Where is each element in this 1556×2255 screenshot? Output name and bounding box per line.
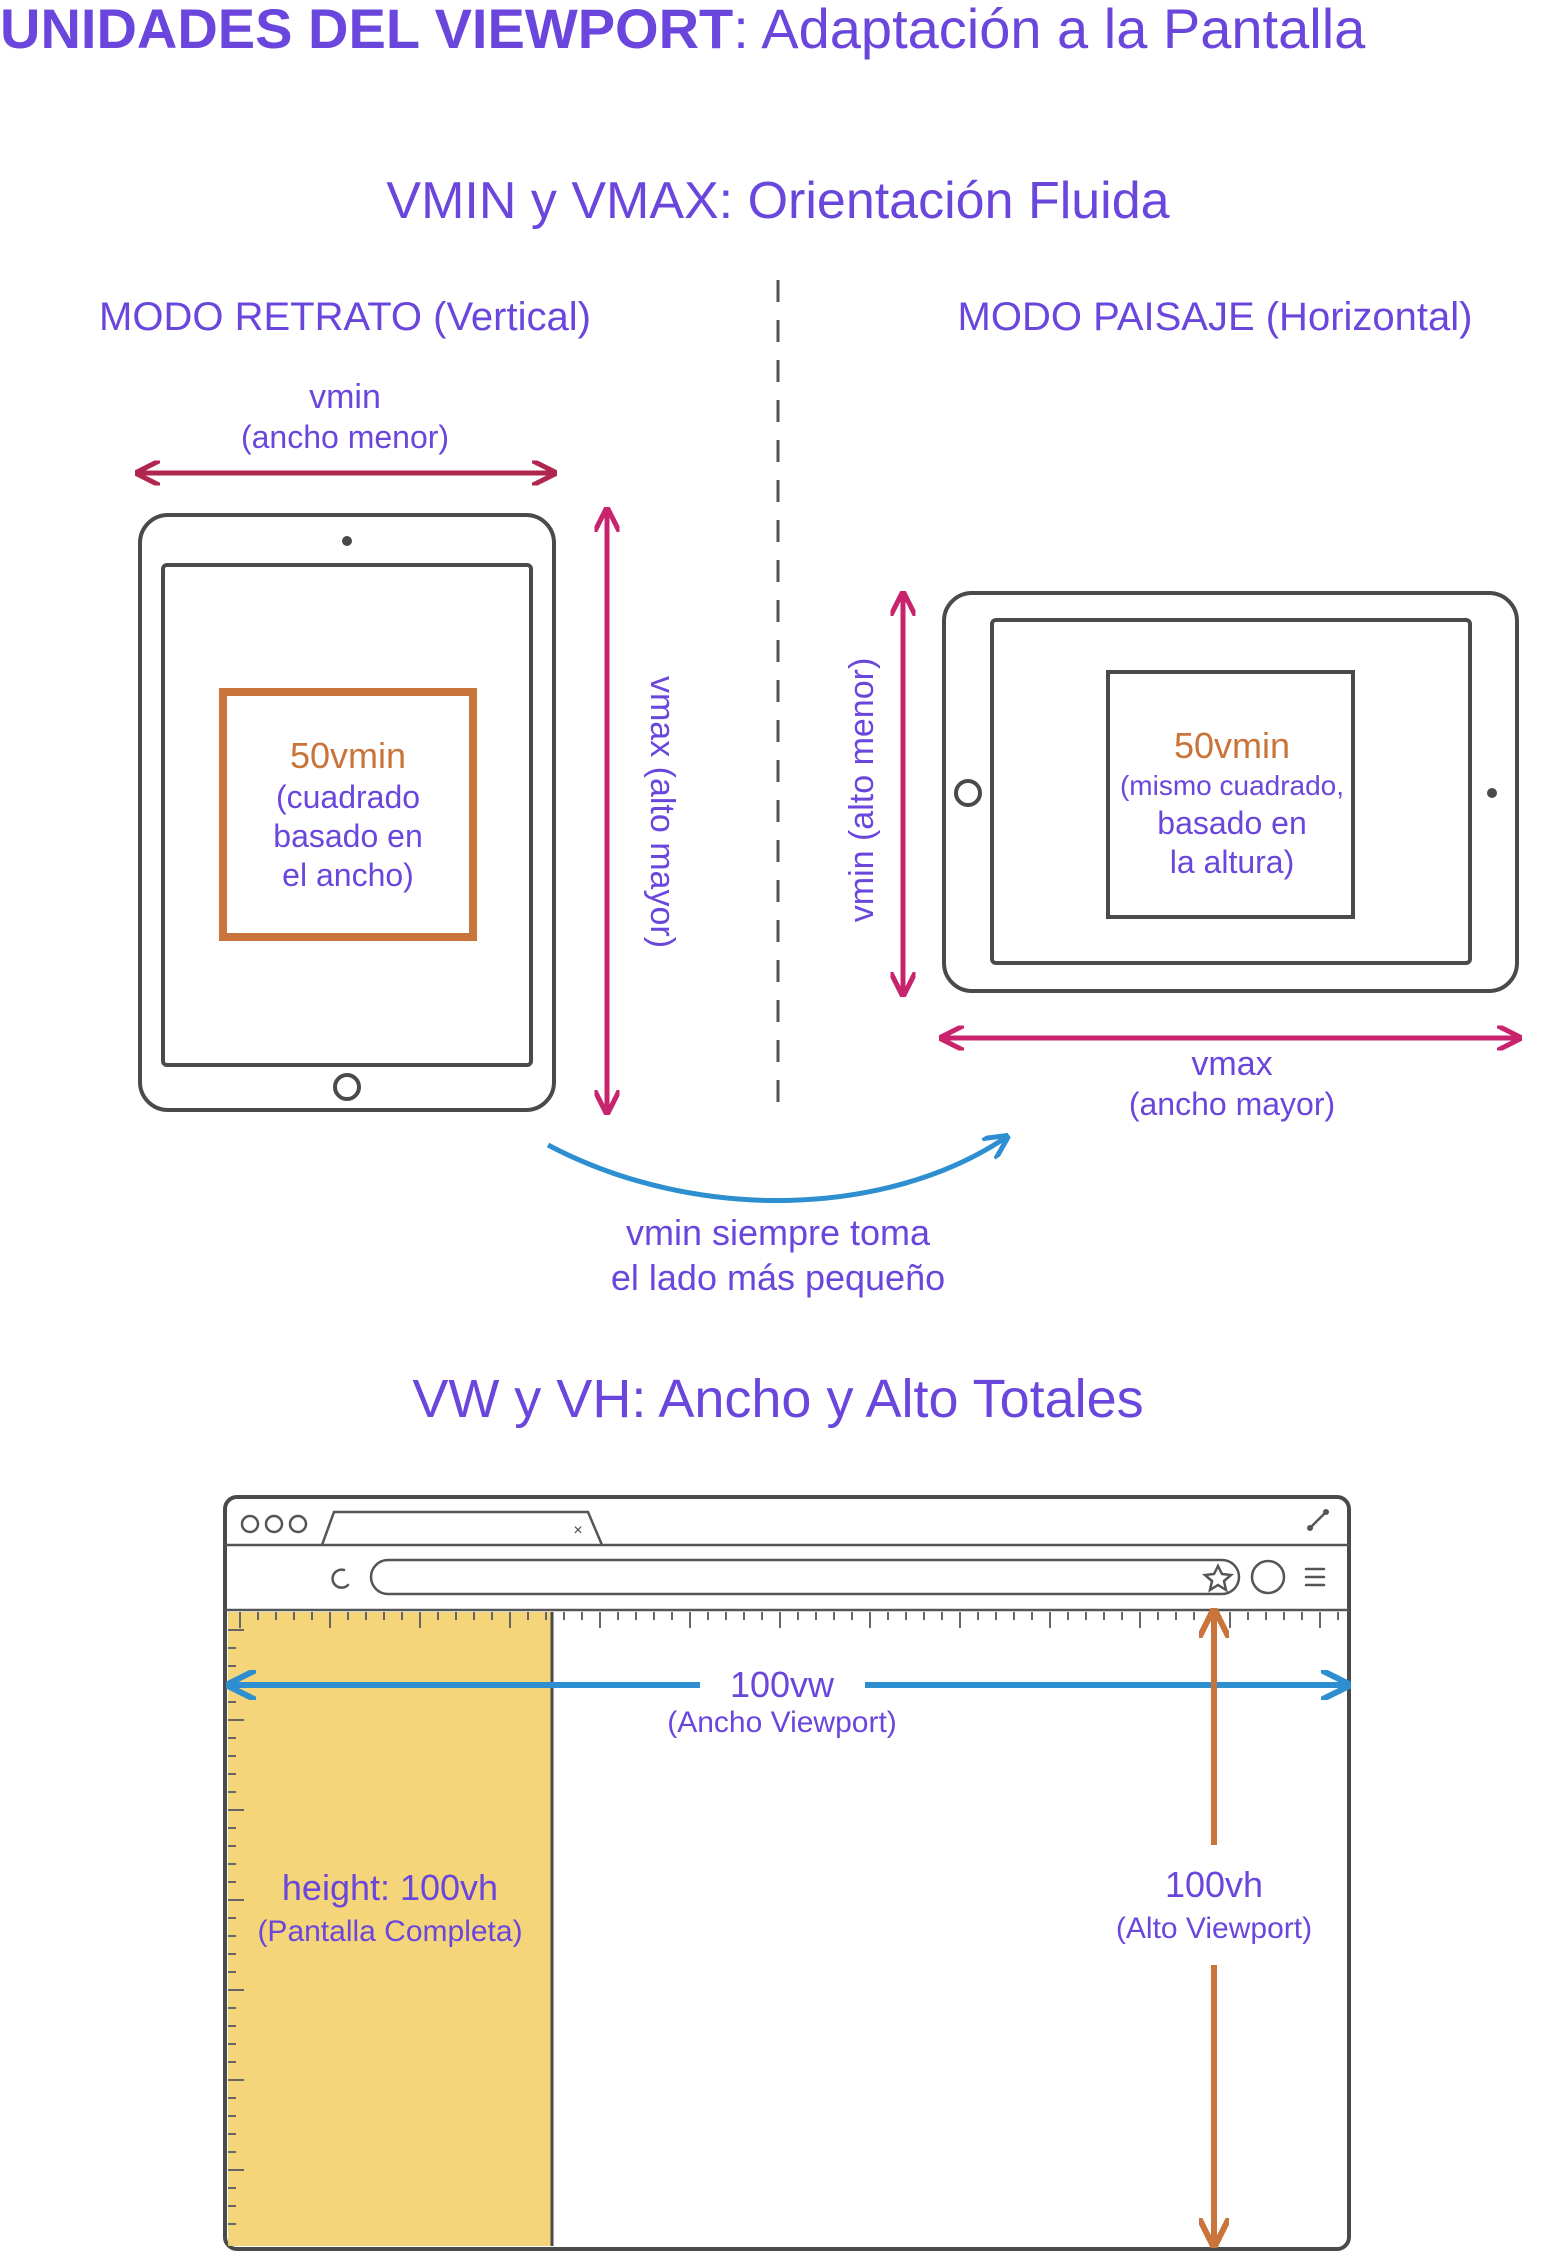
resize-icon[interactable] xyxy=(1308,1510,1328,1530)
ruler-top xyxy=(239,1612,1339,1628)
portrait-box-line-3: el ancho) xyxy=(282,857,414,893)
address-bar[interactable] xyxy=(369,1558,1241,1596)
landscape-tablet: 50vmin (mismo cuadrado, basado en la alt… xyxy=(942,591,1519,993)
window-control-maximize[interactable] xyxy=(288,1514,308,1534)
page-title-rest: : Adaptación a la Pantalla xyxy=(733,0,1366,60)
vh-sub: (Alto Viewport) xyxy=(1116,1912,1312,1945)
portrait-width-sub: (ancho menor) xyxy=(241,419,449,455)
camera-icon xyxy=(342,536,352,546)
column-sub: (Pantalla Completa) xyxy=(257,1915,522,1948)
landscape-box-line-3: la altura) xyxy=(1170,844,1295,880)
star-icon[interactable] xyxy=(1202,1563,1234,1593)
tab-close-icon[interactable]: × xyxy=(573,1522,582,1539)
home-button-icon xyxy=(954,779,982,807)
portrait-box-line-1: (cuadrado xyxy=(276,779,420,815)
rotation-note-line-2: el lado más pequeño xyxy=(611,1257,945,1298)
vw-section-heading: VW y VH: Ancho y Alto Totales xyxy=(412,1369,1143,1429)
rotation-arrow xyxy=(546,1138,1005,1204)
vmin-section-heading: VMIN y VMAX: Orientación Fluida xyxy=(386,172,1169,230)
window-control-minimize[interactable] xyxy=(264,1514,284,1534)
portrait-heading: MODO RETRATO (Vertical) xyxy=(99,295,591,339)
menu-icon[interactable] xyxy=(1304,1567,1326,1587)
reload-icon[interactable] xyxy=(331,1568,350,1589)
home-button-icon xyxy=(333,1073,361,1101)
portrait-width-label: vmin xyxy=(309,378,381,416)
landscape-box-line-1: (mismo cuadrado, xyxy=(1120,770,1344,801)
page-title: UNIDADES DEL VIEWPORT: Adaptación a la P… xyxy=(0,0,1366,60)
landscape-heading: MODO PAISAJE (Horizontal) xyxy=(958,295,1473,339)
rotation-note-line-1: vmin siempre toma xyxy=(626,1212,931,1253)
portrait-box-title: 50vmin xyxy=(290,735,406,776)
vw-sub: (Ancho Viewport) xyxy=(667,1706,897,1739)
portrait-tablet: 50vmin (cuadrado basado en el ancho) xyxy=(138,513,556,1112)
landscape-box-title: 50vmin xyxy=(1174,725,1290,766)
landscape-box-line-2: basado en xyxy=(1157,805,1306,841)
browser-tab[interactable] xyxy=(320,1510,604,1547)
page-title-bold: UNIDADES DEL VIEWPORT xyxy=(0,0,733,60)
browser-window: × xyxy=(223,1495,1351,2251)
profile-icon[interactable] xyxy=(1250,1559,1286,1595)
vw-label: 100vw xyxy=(730,1664,835,1705)
landscape-width-sub: (ancho mayor) xyxy=(1129,1086,1335,1122)
camera-icon xyxy=(1487,788,1497,798)
landscape-height-label: vmin (alto menor) xyxy=(843,658,881,923)
full-height-column xyxy=(228,1612,552,2246)
portrait-box-line-2: basado en xyxy=(273,818,422,854)
column-label: height: 100vh xyxy=(282,1867,498,1908)
landscape-width-label: vmax xyxy=(1191,1045,1272,1083)
landscape-50vmin-box xyxy=(1106,670,1355,919)
window-control-close[interactable] xyxy=(240,1514,260,1534)
portrait-50vmin-box xyxy=(219,688,477,941)
portrait-height-label: vmax (alto mayor) xyxy=(643,676,681,948)
vh-label: 100vh xyxy=(1165,1864,1263,1905)
